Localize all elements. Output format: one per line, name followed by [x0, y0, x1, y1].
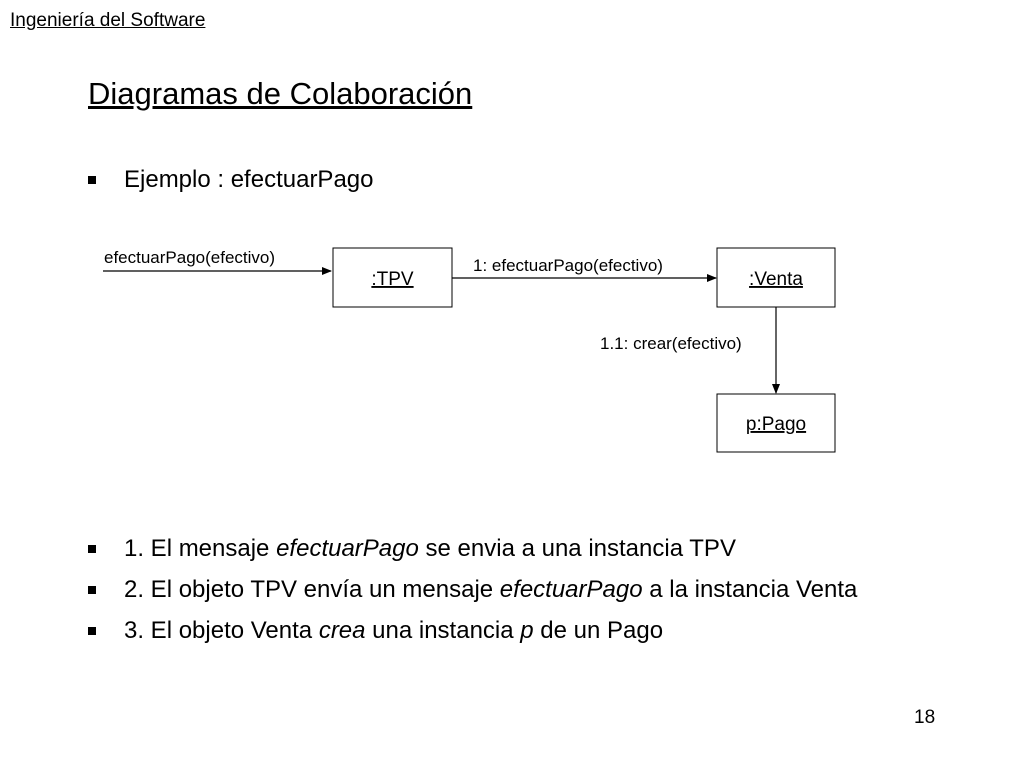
bullet-emphasis: crea: [318, 617, 366, 644]
course-title: Ingeniería del Software: [10, 10, 206, 31]
bullet-emphasis: efectuarPago: [499, 576, 643, 603]
external-message-label: efectuarPago(efectivo): [104, 248, 275, 267]
pago-object-box: [716, 393, 836, 453]
pago-object-label: p:Pago: [746, 414, 806, 435]
venta-object-label: :Venta: [749, 269, 803, 290]
explanation-bullet-3: 3. El objeto Venta crea una instancia p …: [88, 617, 663, 645]
bullet-square-icon: [88, 627, 96, 635]
bullet-emphasis: p: [520, 617, 534, 644]
bullet-text-part: 3. El objeto Venta: [124, 617, 319, 644]
bullet-text-part: 2. El objeto TPV envía un mensaje: [124, 576, 500, 603]
explanation-bullet-text: 3. El objeto Venta crea una instancia p …: [124, 617, 663, 645]
slide-title: Diagramas de Colaboración: [88, 76, 473, 111]
tpv-to-venta-label: 1: efectuarPago(efectivo): [473, 256, 663, 275]
explanation-bullet-text: 1. El mensaje efectuarPago se envia a un…: [124, 535, 736, 563]
bullet-square-icon: [88, 176, 96, 184]
venta-to-pago-label: 1.1: crear(efectivo): [600, 334, 742, 353]
bullet-text-part: una instancia: [365, 617, 521, 644]
tpv-object-label: :TPV: [371, 269, 414, 290]
bullet-square-icon: [88, 545, 96, 553]
page-number: 18: [914, 707, 936, 728]
bullet-text-part: se envia a una instancia TPV: [418, 535, 736, 562]
bullet-text-part: a la instancia Venta: [642, 576, 858, 603]
explanation-bullet-2: 2. El objeto TPV envía un mensaje efectu…: [88, 576, 857, 604]
bullet-emphasis: efectuarPago: [276, 535, 419, 562]
explanation-bullet-1: 1. El mensaje efectuarPago se envia a un…: [88, 535, 736, 563]
explanation-bullet-text: 2. El objeto TPV envía un mensaje efectu…: [124, 576, 857, 604]
example-bullet-text: Ejemplo : efectuarPago: [124, 166, 374, 193]
bullet-square-icon: [88, 586, 96, 594]
venta-object-box: [716, 247, 836, 308]
example-bullet: Ejemplo : efectuarPago: [88, 166, 373, 194]
bullet-text-part: 1. El mensaje: [124, 535, 277, 562]
bullet-text-part: de un Pago: [533, 617, 664, 644]
